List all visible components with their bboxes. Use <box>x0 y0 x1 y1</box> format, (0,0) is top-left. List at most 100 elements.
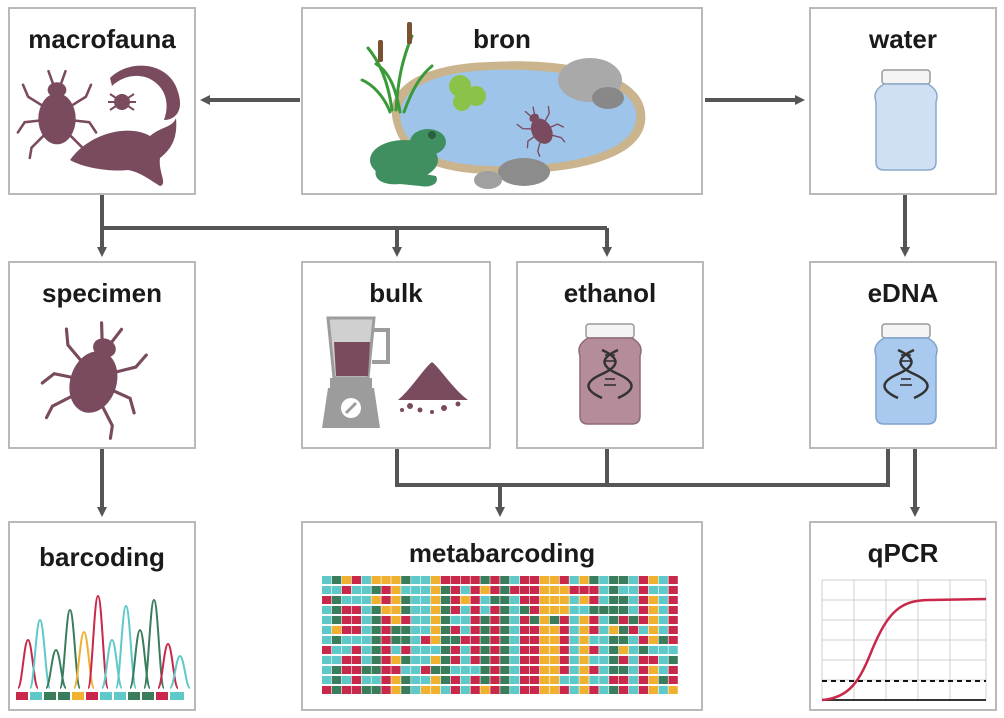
alignment-cell <box>401 676 411 684</box>
alignment-cell <box>510 636 520 644</box>
alignment-cell <box>569 646 579 654</box>
node-title-edna: eDNA <box>867 278 939 308</box>
alignment-cell <box>619 626 629 634</box>
alignment-cell <box>421 656 431 664</box>
alignment-cell <box>331 606 342 614</box>
alignment-cell <box>361 666 371 674</box>
alignment-cell <box>569 636 579 644</box>
alignment-cell <box>430 646 441 654</box>
alignment-cell <box>331 676 342 684</box>
alignment-cell <box>609 616 619 624</box>
alignment-cell <box>440 606 451 614</box>
alignment-cell <box>500 676 510 684</box>
alignment-cell <box>609 636 619 644</box>
alignment-cell <box>668 646 678 654</box>
alignment-cell <box>668 626 678 634</box>
alignment-cell <box>331 636 342 644</box>
alignment-cell <box>440 616 451 624</box>
alignment-cell <box>668 616 678 624</box>
alignment-cell <box>589 646 599 654</box>
alignment-cell <box>450 596 460 604</box>
alignment-cell <box>331 666 342 674</box>
alignment-cell <box>401 666 411 674</box>
node-title-ethanol: ethanol <box>563 278 657 308</box>
alignment-cell <box>668 606 678 614</box>
alignment-cell <box>401 686 411 694</box>
alignment-cell <box>658 606 668 614</box>
alignment-cell <box>440 576 451 584</box>
alignment-cell <box>628 636 639 644</box>
alignment-cell <box>322 576 332 584</box>
alignment-cell <box>549 596 559 604</box>
alignment-cell <box>658 616 668 624</box>
alignment-cell <box>401 596 411 604</box>
alignment-cell <box>411 606 421 614</box>
alignment-cell <box>539 636 550 644</box>
alignment-cell <box>648 586 658 594</box>
alignment-cell <box>322 596 332 604</box>
alignment-cell <box>470 666 480 674</box>
connector-lines <box>97 95 920 517</box>
alignment-cell <box>638 666 649 674</box>
alignment-cell <box>559 606 569 614</box>
alignment-cell <box>480 676 490 684</box>
sequence-bar <box>16 692 184 700</box>
alignment-cell <box>658 586 668 594</box>
alignment-cell <box>440 646 451 654</box>
alignment-cell <box>470 606 480 614</box>
alignment-cell <box>381 586 391 594</box>
alignment-cell <box>460 576 470 584</box>
alignment-cell <box>579 666 589 674</box>
jar-icon <box>874 69 938 171</box>
alignment-cell <box>628 586 639 594</box>
alignment-cell <box>549 666 559 674</box>
alignment-cell <box>341 636 352 644</box>
alignment-cell <box>391 676 401 684</box>
alignment-cell <box>470 656 480 664</box>
alignment-cell <box>361 576 371 584</box>
alignment-cell <box>480 686 490 694</box>
alignment-cell <box>411 676 421 684</box>
alignment-cell <box>579 586 589 594</box>
alignment-cell <box>628 656 639 664</box>
alignment-cell <box>668 576 678 584</box>
alignment-cell <box>430 666 441 674</box>
alignment-cell <box>559 666 569 674</box>
alignment-cell <box>440 626 451 634</box>
alignment-cell <box>470 636 480 644</box>
amplification-curve-icon <box>821 579 987 702</box>
alignment-cell <box>638 686 649 694</box>
alignment-cell <box>599 666 609 674</box>
alignment-cell <box>549 676 559 684</box>
alignment-cell <box>609 676 619 684</box>
alignment-cell <box>430 676 441 684</box>
alignment-cell <box>539 586 550 594</box>
alignment-cell <box>529 666 540 674</box>
alignment-cell <box>520 586 530 594</box>
alignment-cell <box>539 606 550 614</box>
alignment-cell <box>421 586 431 594</box>
alignment-cell <box>421 686 431 694</box>
alignment-cell <box>619 656 629 664</box>
alignment-cell <box>609 586 619 594</box>
alignment-cell <box>658 596 668 604</box>
alignment-cell <box>361 586 371 594</box>
alignment-cell <box>569 576 579 584</box>
alignment-cell <box>648 686 658 694</box>
alignment-cell <box>450 656 460 664</box>
alignment-cell <box>450 686 460 694</box>
alignment-cell <box>460 646 470 654</box>
alignment-cell <box>470 646 480 654</box>
alignment-cell <box>411 596 421 604</box>
alignment-cell <box>599 656 609 664</box>
alignment-cell <box>668 656 678 664</box>
alignment-cell <box>668 586 678 594</box>
alignment-cell <box>322 676 332 684</box>
alignment-cell <box>381 596 391 604</box>
alignment-cell <box>450 576 460 584</box>
alignment-cell <box>331 646 342 654</box>
alignment-cell <box>351 666 361 674</box>
alignment-cell <box>440 666 451 674</box>
pond-icon <box>391 58 646 189</box>
alignment-cell <box>638 636 649 644</box>
